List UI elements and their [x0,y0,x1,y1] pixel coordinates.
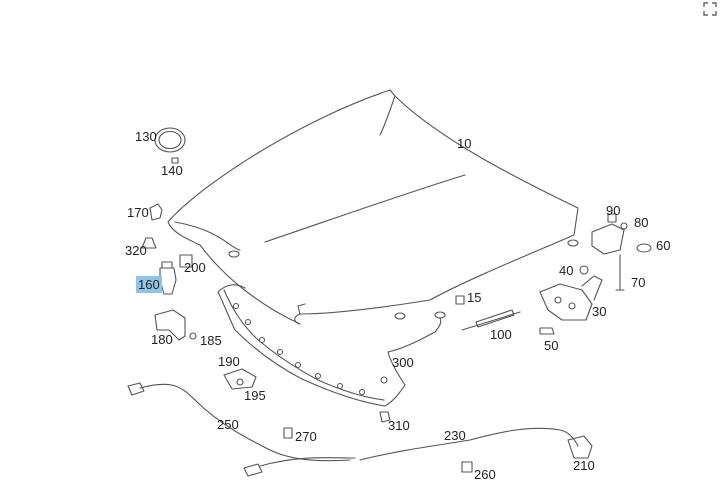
hood-inner-frame [217,284,442,407]
part-label-40: 40 [559,263,574,278]
lock-striker-160 [159,261,177,295]
emblem-ring [154,127,186,153]
part-label-30: 30 [592,304,607,319]
nut-50 [539,327,555,335]
release-handle-190 [223,368,257,390]
pad-60 [636,243,652,253]
part-label-210: 210 [573,458,595,473]
maximize-icon[interactable] [703,2,717,16]
part-label-180: 180 [151,332,173,347]
part-label-140: 140 [161,163,183,178]
actuator-80-90 [591,213,628,255]
bracket-170 [149,203,163,221]
cable-clip-270 [283,427,293,439]
clip-310 [379,411,391,423]
lock-bracket-180 [154,309,186,341]
part-label-320: 320 [125,243,147,258]
bolt-40 [579,265,589,275]
bump-stop-320 [141,237,157,249]
part-label-250: 250 [217,417,239,432]
part-label-185: 185 [200,333,222,348]
part-label-230: 230 [444,428,466,443]
clip-140 [171,157,179,164]
part-label-50: 50 [544,338,559,353]
part-label-200: 200 [184,260,206,275]
hinge-30 [539,275,603,321]
part-label-90: 90 [606,203,621,218]
part-label-300: 300 [392,355,414,370]
part-label-270: 270 [295,429,317,444]
rod-70 [615,254,625,291]
part-label-10: 10 [457,136,472,151]
part-label-70: 70 [631,275,646,290]
part-label-310: 310 [388,418,410,433]
part-label-130: 130 [135,129,157,144]
part-label-160-highlighted: 160 [136,276,162,293]
hood-panel [167,89,579,325]
release-cable-250 [139,383,351,462]
part-label-170: 170 [127,205,149,220]
screw-185 [189,332,197,340]
part-label-80: 80 [634,215,649,230]
part-label-100: 100 [490,327,512,342]
clip-260 [461,461,473,473]
buffer-200 [179,254,193,268]
lock-210 [567,435,593,459]
part-label-195: 195 [244,388,266,403]
part-label-190: 190 [218,354,240,369]
part-label-60: 60 [656,238,671,253]
clip-15 [455,295,465,305]
cable-230 [359,427,579,461]
gas-strut-100 [461,309,521,331]
part-label-260: 260 [474,467,496,482]
part-label-15: 15 [467,290,482,305]
